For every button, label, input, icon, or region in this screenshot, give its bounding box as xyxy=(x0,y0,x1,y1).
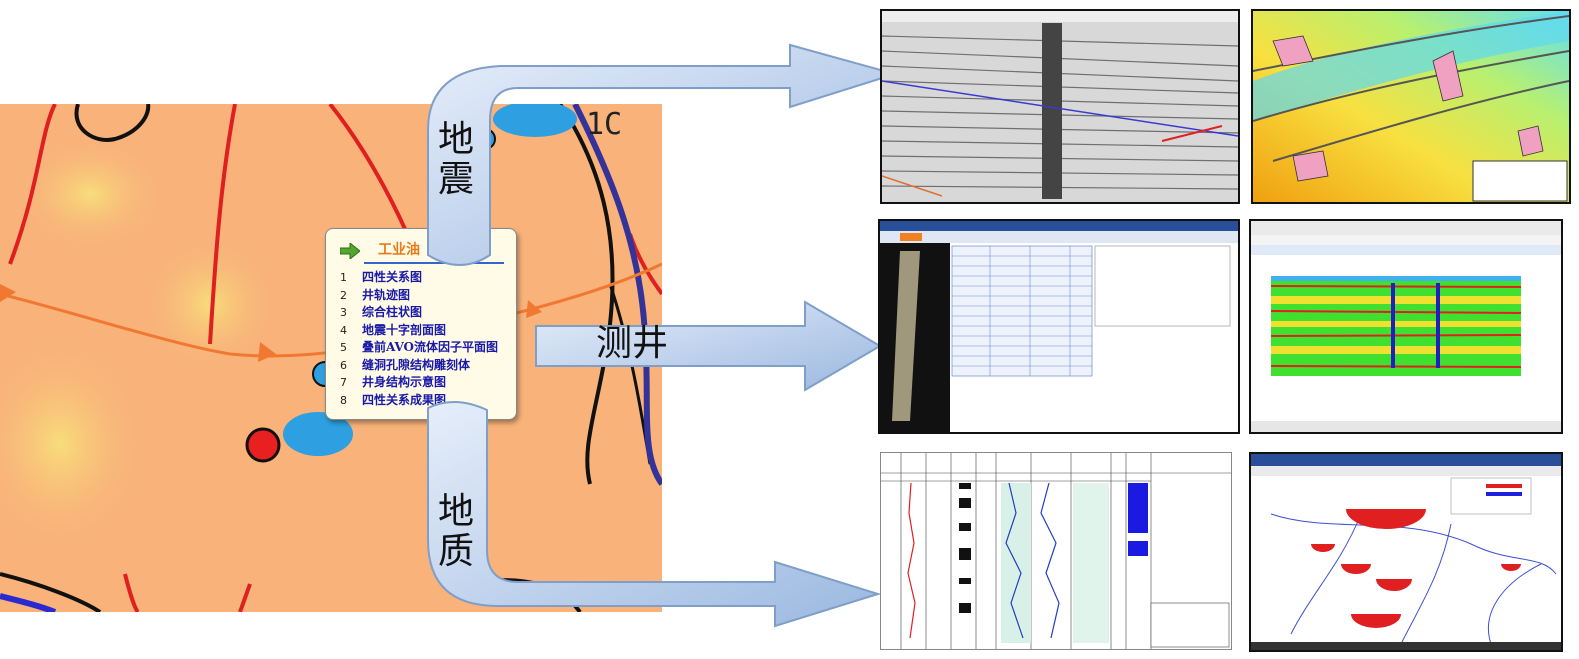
menu-item-label: 叠前AVO流体因子平面图 xyxy=(362,340,498,354)
geology-arrow xyxy=(427,401,882,628)
menu-item-label: 地震十字剖面图 xyxy=(362,322,447,337)
geology-label: 地质 xyxy=(438,491,475,572)
well-label: 1C xyxy=(586,107,622,142)
core-table-thumbnail[interactable] xyxy=(878,219,1240,434)
menu-item-label: 四性关系成果图 xyxy=(362,392,447,407)
well-marker xyxy=(245,427,281,463)
menu-item-label: 综合柱状图 xyxy=(362,305,423,319)
seismic-label: 地震 xyxy=(438,119,475,200)
pie-map-thumbnail[interactable] xyxy=(1249,452,1563,652)
seismic-section-thumbnail[interactable] xyxy=(880,9,1240,204)
logging-label: 测井 xyxy=(596,323,669,364)
well-blob xyxy=(283,412,353,456)
menu-item-label: 井轨迹图 xyxy=(362,287,411,302)
well-blob xyxy=(493,104,577,137)
log-curves-thumbnail[interactable] xyxy=(880,452,1232,650)
well-correlation-thumbnail[interactable] xyxy=(1249,219,1563,434)
fault-map-thumbnail[interactable] xyxy=(1251,9,1571,204)
popup-title: 工业油 xyxy=(378,242,420,258)
logging-arrow xyxy=(535,300,882,392)
menu-item-label: 缝洞孔隙结构雕刻体 xyxy=(362,357,471,372)
popup-divider xyxy=(364,262,504,264)
seismic-arrow xyxy=(427,43,899,266)
menu-item-label: 井身结构示意图 xyxy=(362,375,447,389)
menu-item-label: 四性关系图 xyxy=(362,270,423,284)
arrow-right-icon xyxy=(340,243,360,259)
